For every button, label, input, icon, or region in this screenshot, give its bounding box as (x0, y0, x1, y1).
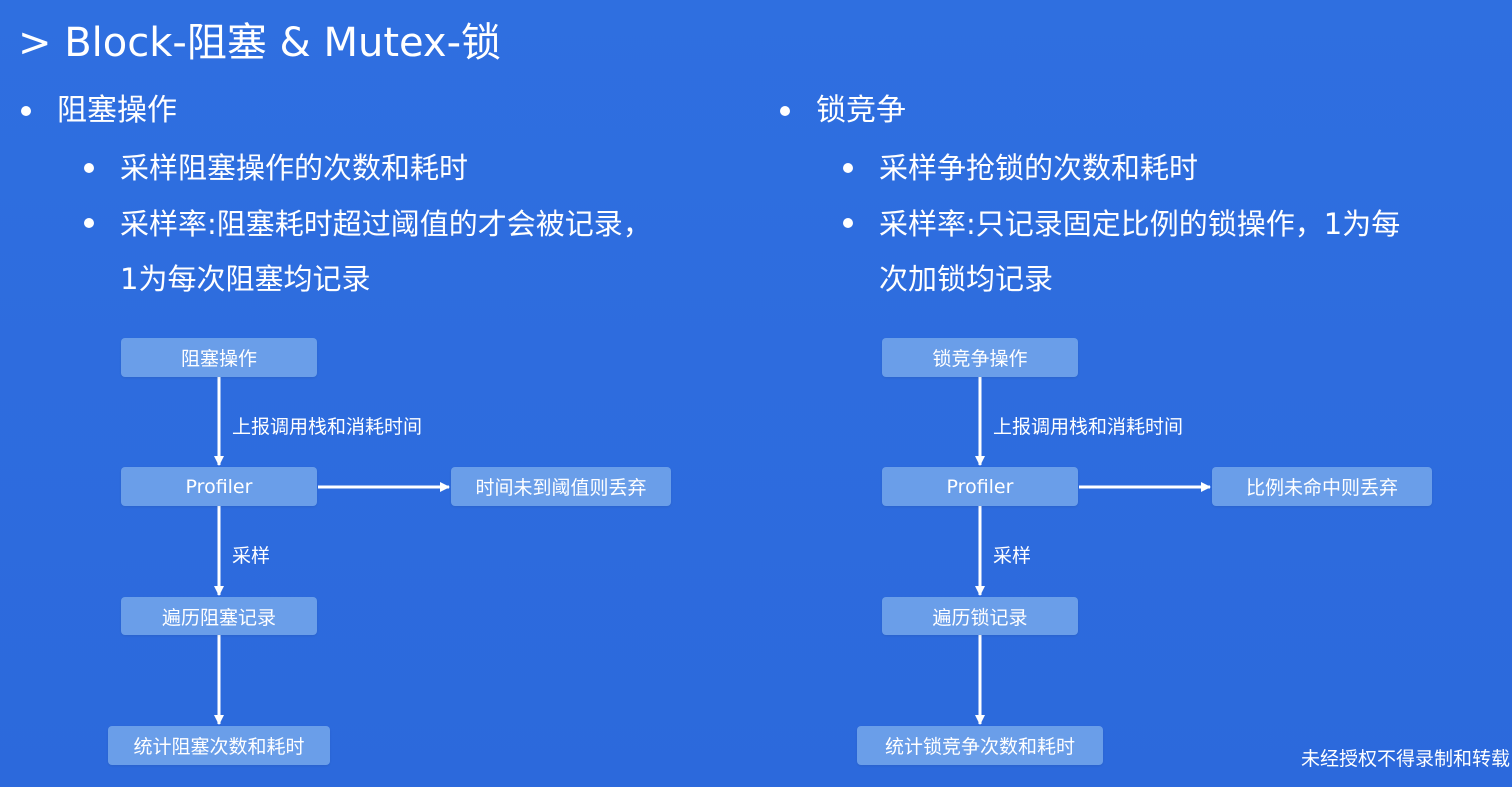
right-item-1: 采样争抢锁的次数和耗时 (879, 151, 1199, 185)
bullet-dot (84, 218, 94, 228)
node-discard: 比例未命中则丢弃 (1212, 467, 1432, 506)
node-profiler: Profiler (121, 467, 317, 506)
copyright-notice: 未经授权不得录制和转载 (1300, 748, 1510, 770)
node-discard: 时间未到阈值则丢弃 (451, 467, 671, 506)
left-item-1: 采样阻塞操作的次数和耗时 (120, 151, 469, 185)
left-heading: 阻塞操作 (57, 93, 177, 128)
bullet-dot (843, 163, 853, 173)
node-traverse-records: 遍历锁记录 (882, 597, 1078, 635)
node-stat: 统计阻塞次数和耗时 (108, 726, 330, 765)
edge-label-report: 上报调用栈和消耗时间 (993, 416, 1184, 438)
edge-label-sample: 采样 (232, 545, 271, 567)
left-item-2-cont: 1为每次阻塞均记录 (120, 262, 371, 296)
right-item-2-cont: 次加锁均记录 (879, 262, 1054, 296)
node-traverse-records: 遍历阻塞记录 (121, 597, 317, 635)
bullet-dot (780, 106, 790, 116)
bullet-dot (843, 218, 853, 228)
left-item-2: 采样率:阻塞耗时超过阈值的才会被记录， (120, 207, 652, 241)
node-stat: 统计锁竞争次数和耗时 (857, 726, 1103, 765)
edge-label-report: 上报调用栈和消耗时间 (232, 416, 423, 438)
right-heading: 锁竞争 (816, 93, 906, 128)
edge-label-sample: 采样 (993, 545, 1032, 567)
slide-title: > Block-阻塞 & Mutex-锁 (18, 20, 502, 66)
right-item-2: 采样率:只记录固定比例的锁操作，1为每 (879, 207, 1401, 241)
node-profiler: Profiler (882, 467, 1078, 506)
node-block-operation: 阻塞操作 (121, 338, 317, 377)
bullet-dot (84, 163, 94, 173)
bullet-dot (21, 106, 31, 116)
node-lock-contention: 锁竞争操作 (882, 338, 1078, 377)
